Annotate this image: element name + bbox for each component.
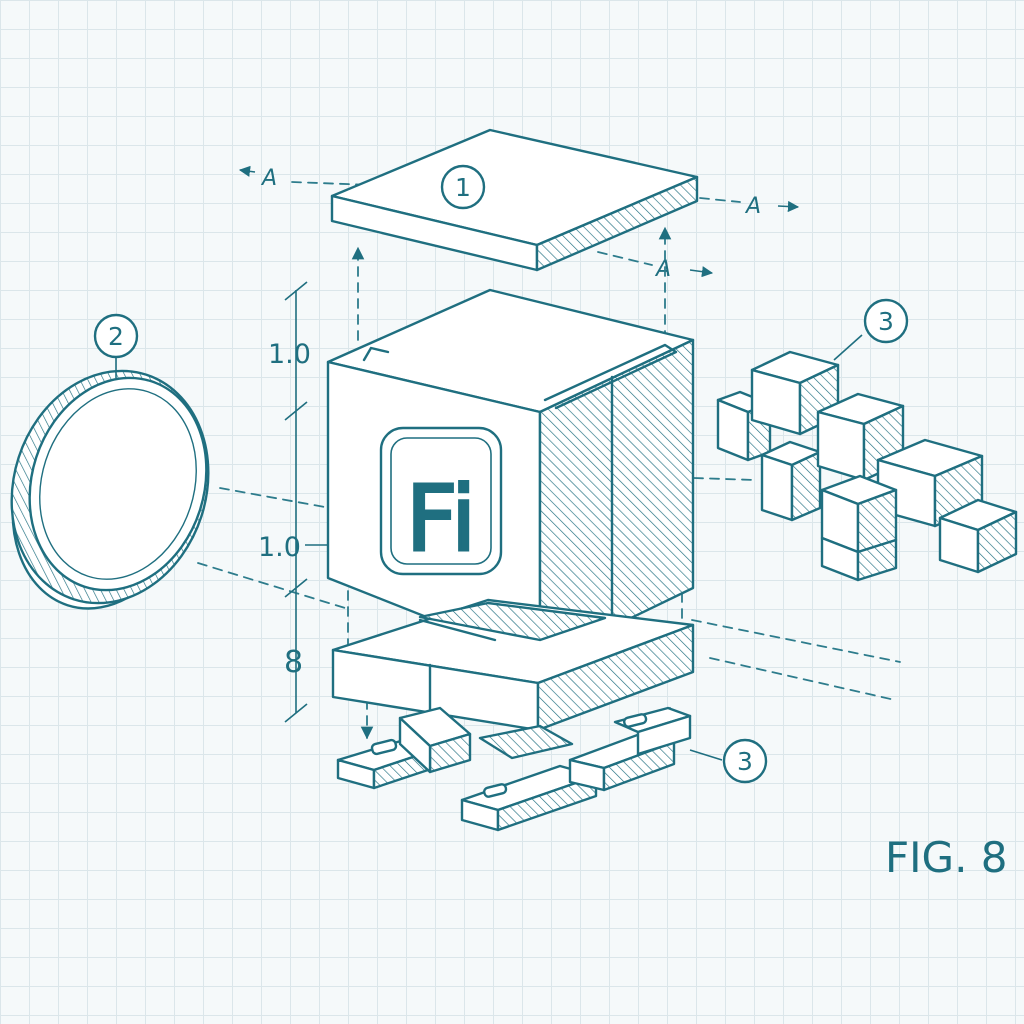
assembly-guides [197, 226, 901, 740]
section-marker-right: A [744, 194, 761, 219]
dimension-middle: 1.0 [258, 532, 301, 563]
lid-plate [330, 128, 699, 272]
callout-1-number: 1 [455, 173, 471, 202]
callout-2: 2 [93, 313, 139, 378]
fi-logo-text: Fi [406, 467, 476, 572]
dimension-line [284, 281, 328, 723]
section-marker-lower: A [654, 257, 671, 282]
callout-1: 1 [440, 164, 486, 210]
section-marker-left: A [260, 166, 277, 191]
dimension-bottom: 8 [284, 645, 303, 680]
callout-3-cubes: 3 [833, 298, 909, 361]
base-feet [336, 706, 692, 832]
base-plate [331, 598, 695, 732]
coin-ring [10, 369, 210, 610]
small-cube [938, 498, 1018, 574]
callout-3-cubes-number: 3 [878, 307, 894, 336]
fi-logo: Fi [379, 426, 503, 576]
dimension-top: 1.0 [268, 339, 311, 370]
small-cube [820, 474, 898, 582]
callout-3-base: 3 [689, 738, 768, 784]
small-cube [760, 440, 822, 522]
figure-label: FIG. 8 [885, 833, 1008, 882]
callout-3-base-number: 3 [737, 747, 753, 776]
callout-2-number: 2 [108, 322, 124, 351]
cube-cluster [716, 350, 1018, 582]
